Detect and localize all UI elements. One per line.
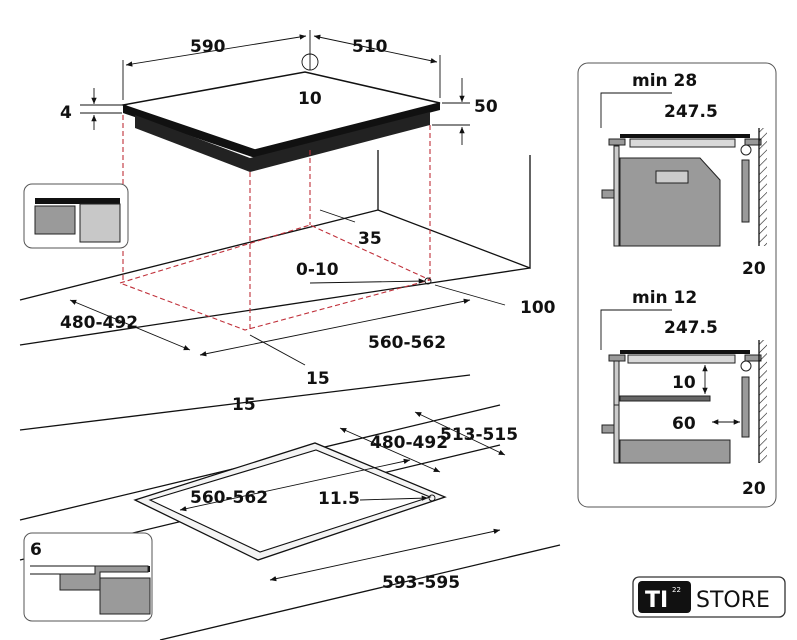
cutout-depth-label: 480-492: [60, 313, 138, 333]
corner-label: 10: [298, 89, 322, 109]
side-sections-panel: min 28 247.5 20 min 12 247.5 10 60: [577, 62, 777, 508]
edge-detail-inset: [23, 183, 129, 249]
flush-mount-drawing: 513-515 480-492 560-562 11.5 593-595: [19, 404, 561, 640]
back-gap-label: 35: [358, 229, 382, 249]
horizontal-gap-label: 60: [672, 414, 696, 434]
logo-text: STORE: [696, 588, 770, 613]
logo-badge: TI: [645, 588, 668, 613]
hob-drawing: 590 510 10 4 50: [60, 30, 498, 172]
hob-height-label: 50: [474, 97, 498, 117]
ti-store-logo: TI 22 STORE: [632, 576, 786, 618]
inner-depth-label: 480-492: [370, 433, 448, 453]
worktop-cutout-drawing: 35 0-10 480-492 560-562 15 15 100: [19, 115, 556, 431]
upper-dim-label: 247.5: [664, 102, 718, 122]
front-gap-label: 15: [232, 395, 256, 415]
cutout-width-label: 560-562: [368, 333, 446, 353]
rear-clearance-label: 100: [520, 298, 556, 318]
outer-depth-label: 513-515: [440, 425, 518, 445]
min12-label: min 12: [632, 288, 697, 308]
min28-label: min 28: [632, 71, 697, 91]
glass-thickness-label: 4: [60, 103, 72, 123]
hob-width-label: 590: [190, 37, 226, 57]
recess-depth-label: 6: [30, 540, 42, 560]
offset-label: 0-10: [296, 260, 339, 280]
hob-depth-label: 510: [352, 37, 388, 57]
logo-superscript: 22: [672, 586, 681, 594]
side-gap-label: 15: [306, 369, 330, 389]
inner-width-label: 560-562: [190, 488, 268, 508]
outer-width-label: 593-595: [382, 573, 460, 593]
vertical-gap-label: 10: [672, 373, 696, 393]
corner-radius-label: 11.5: [318, 489, 360, 509]
upper-wall-gap-label: 20: [742, 259, 766, 279]
lower-wall-gap-label: 20: [742, 479, 766, 499]
lower-dim-label: 247.5: [664, 318, 718, 338]
recess-detail-inset: 6: [23, 532, 153, 622]
